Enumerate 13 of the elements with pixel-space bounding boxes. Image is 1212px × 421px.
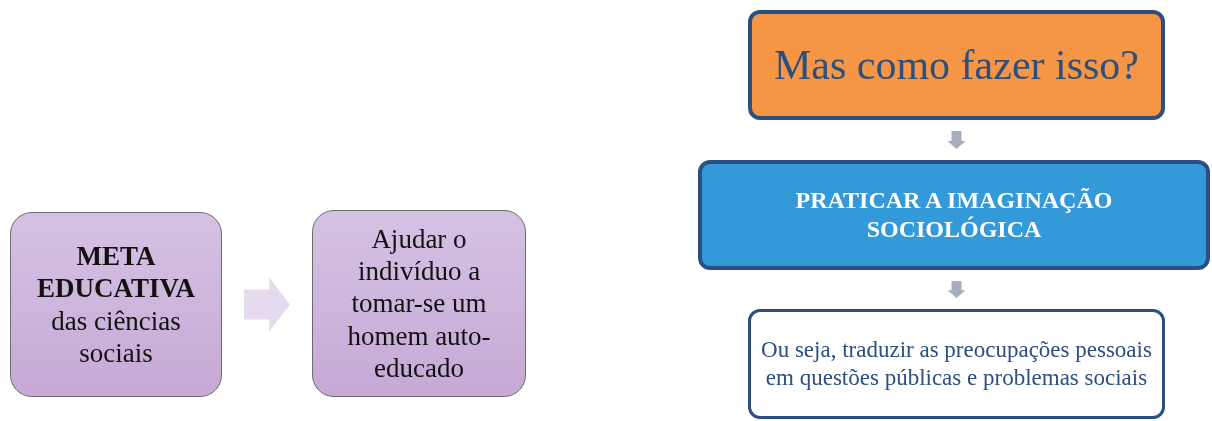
goal-box xyxy=(10,212,222,397)
box-text: das ciências sociais xyxy=(50,304,182,370)
explanation-box xyxy=(748,309,1165,419)
goal-box xyxy=(312,210,526,397)
question-box xyxy=(748,10,1165,120)
block-arrow xyxy=(947,131,966,149)
box-text: Ou seja, traduzir as preocupações pessoais em questões públicas e problemas sociais xyxy=(761,336,1152,392)
block-arrow xyxy=(947,281,966,298)
box-text: PRATICAR A IMAGINAÇÃO SOCIOLÓGICA xyxy=(794,186,1114,244)
block-arrow xyxy=(244,277,290,332)
box-text: Ajudar o indivíduo a tomar-se um homem auto-educado xyxy=(346,222,492,385)
box-text: Mas como fazer isso? xyxy=(773,40,1139,90)
action-box xyxy=(698,160,1210,270)
